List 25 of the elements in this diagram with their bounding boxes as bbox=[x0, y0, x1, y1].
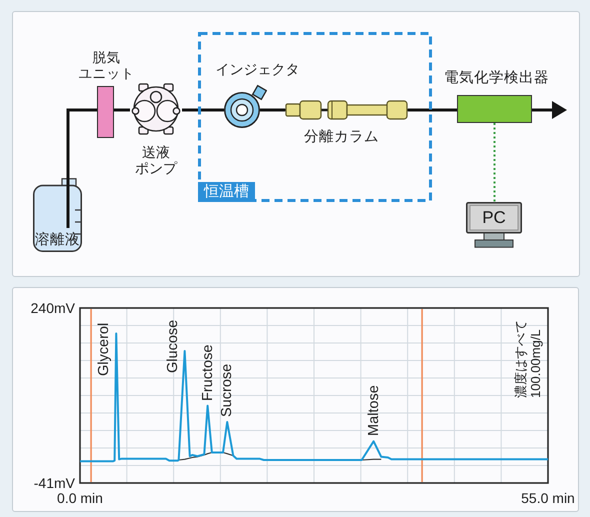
connector-line bbox=[66, 108, 97, 178]
axis-label: 55.0 min bbox=[521, 489, 575, 507]
axis-label: 0.0 min bbox=[57, 489, 103, 507]
component-label: 溶離液 bbox=[35, 232, 80, 248]
peak-label: Fructose bbox=[200, 344, 216, 401]
frame-tag: 恒温槽 bbox=[198, 182, 255, 202]
component-label: 電気化学検出器 bbox=[444, 70, 549, 86]
component-label: 送液ポンプ bbox=[135, 144, 177, 176]
connector-line bbox=[182, 108, 224, 112]
peak-label: Glucose bbox=[164, 320, 181, 373]
peak-label: Glycerol bbox=[96, 322, 112, 376]
connector-line bbox=[114, 108, 130, 112]
peak-label: Sucrose bbox=[219, 364, 236, 417]
connector-line bbox=[408, 108, 457, 112]
component-label: 分離カラム bbox=[304, 129, 379, 146]
component-label: インジェクタ bbox=[216, 61, 300, 77]
arrow bbox=[532, 101, 567, 119]
dotted-line bbox=[494, 123, 496, 202]
peak-label: Maltose bbox=[366, 385, 382, 436]
component-label: 脱気ユニット bbox=[78, 50, 134, 81]
monitor-label: PC bbox=[482, 208, 506, 228]
chart-note: 濃度はすべて 100.00mg/L bbox=[513, 319, 543, 398]
connector-line bbox=[260, 108, 285, 112]
axis-label: -41mV bbox=[34, 474, 75, 492]
axis-label: 240mV bbox=[30, 299, 75, 317]
